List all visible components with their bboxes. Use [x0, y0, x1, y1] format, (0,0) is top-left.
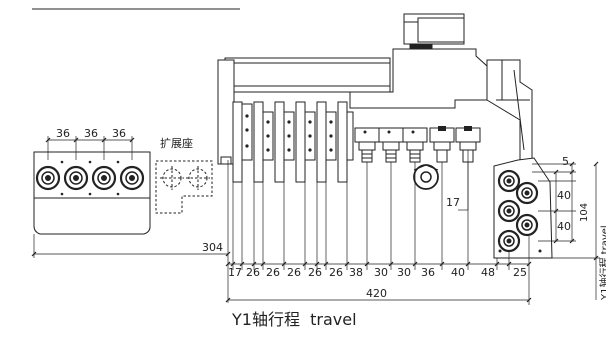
dim-right-total: 104	[579, 203, 590, 222]
dim-small-17: 17	[446, 196, 460, 209]
dim-chain-3: 26	[266, 266, 280, 279]
dim-chain-11: 40	[451, 266, 465, 279]
dimension-ticks	[31, 137, 599, 303]
dim-overall: 420	[366, 287, 387, 300]
tool-heads	[35, 165, 145, 191]
dim-total-width: 304	[202, 241, 223, 254]
extension-seat	[155, 160, 213, 214]
dim-left-pitch-2: 36	[84, 127, 98, 140]
dim-chain-9: 30	[397, 266, 411, 279]
left-tool-block	[33, 136, 151, 235]
dim-chain-2: 26	[246, 266, 260, 279]
dim-chain-6: 26	[329, 266, 343, 279]
tool-blades	[232, 101, 354, 183]
dim-left-pitch-1: 36	[56, 127, 70, 140]
dim-chain-7: 38	[349, 266, 363, 279]
dim-chain-10: 36	[421, 266, 435, 279]
dim-chain-8: 30	[374, 266, 388, 279]
dim-chain-5: 26	[308, 266, 322, 279]
side-label: Y1轴行程 travel	[598, 225, 606, 301]
right-tool-heads	[497, 169, 542, 253]
dim-chain-12: 48	[481, 266, 495, 279]
caption-en: travel	[310, 310, 357, 329]
dim-right-pitch-1: 40	[557, 189, 571, 202]
dim-right-top: 5	[562, 155, 569, 168]
dimension-lines	[33, 150, 600, 305]
caption-cn: Y1轴行程	[232, 310, 300, 329]
caption: Y1轴行程 travel	[232, 306, 357, 330]
spindle-chucks	[354, 127, 481, 163]
dim-chain-13: 25	[513, 266, 527, 279]
blade-screws	[245, 114, 333, 152]
dim-right-pitch-2: 40	[557, 220, 571, 233]
dim-left-pitch-3: 36	[112, 127, 126, 140]
dim-chain-1: 17	[228, 266, 242, 279]
label-extension-seat: 扩展座	[160, 136, 193, 150]
dim-chain-4: 26	[287, 266, 301, 279]
